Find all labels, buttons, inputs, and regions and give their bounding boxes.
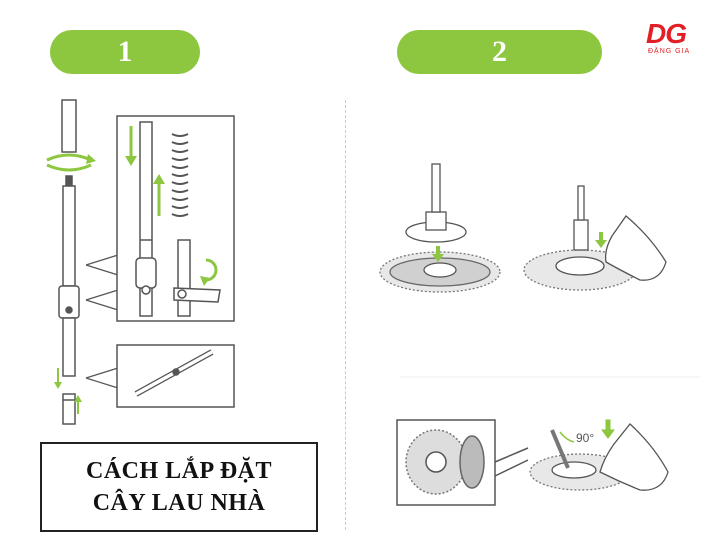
detail-box-joint: [116, 344, 235, 408]
title-box: CÁCH LẮP ĐẶT CÂY LAU NHÀ: [40, 442, 318, 532]
mop-head-2: [523, 185, 667, 291]
direction-arrows: [125, 126, 218, 286]
title-line-2: CÂY LAU NHÀ: [92, 490, 266, 516]
brand-logo: DG ĐẶNG GIA: [636, 20, 714, 64]
detail-box-clamp: [116, 115, 235, 322]
detail-box-fringe: [396, 419, 529, 506]
logo-mark: DG: [646, 18, 687, 49]
insert-arrows: [54, 368, 82, 414]
mop-arrow-down-3: [559, 419, 615, 443]
callout-pointers: [85, 254, 119, 389]
pole-assembly-drawing: [46, 99, 96, 425]
mop-head-1: [379, 163, 501, 293]
logo-text: ĐẶNG GIA: [648, 48, 691, 55]
mop-head-3: [529, 423, 669, 491]
step-1-badge: 1: [50, 30, 200, 74]
angle-label: 90°: [576, 431, 594, 445]
step-1-label: 1: [117, 35, 133, 68]
mop-arrow-down-2: [595, 232, 607, 248]
section-divider: [345, 100, 346, 530]
title-line-1: CÁCH LẮP ĐẶT: [85, 458, 272, 484]
step-2-label: 2: [492, 35, 507, 68]
mop-arrow-down-1: [432, 246, 444, 262]
step-2-badge: 2: [397, 30, 602, 74]
